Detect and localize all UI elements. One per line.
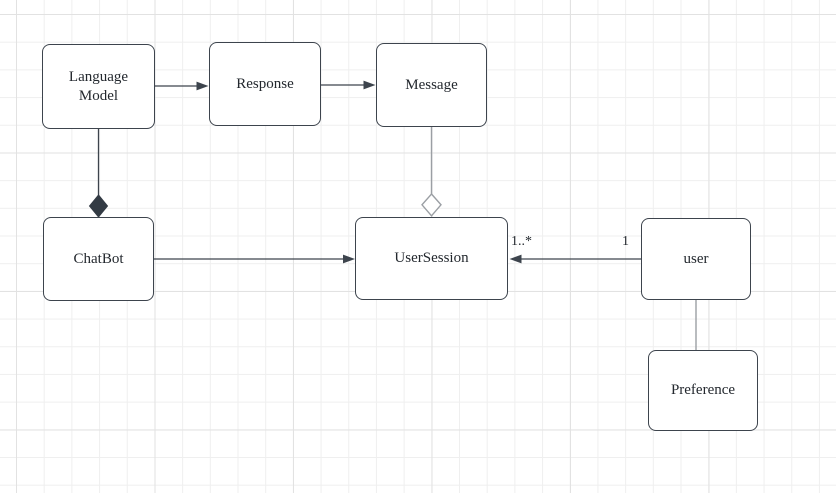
node-label: Response bbox=[236, 75, 294, 92]
node-label: UserSession bbox=[394, 250, 469, 266]
multiplicity-label-one: 1 bbox=[622, 234, 629, 249]
edge-message-to-user-session[interactable] bbox=[421, 127, 442, 217]
composition-diamond-icon bbox=[88, 194, 109, 218]
edge-response-to-message[interactable] bbox=[321, 80, 376, 90]
arrowhead-left-icon bbox=[509, 254, 522, 264]
node-message[interactable]: Message bbox=[376, 43, 487, 127]
node-label: Preference bbox=[670, 382, 736, 398]
node-response[interactable]: Response bbox=[209, 42, 321, 126]
node-language-model[interactable]: Language Model bbox=[42, 44, 155, 129]
node-chatbot[interactable]: ChatBot bbox=[43, 217, 154, 301]
arrowhead-right-icon bbox=[343, 254, 355, 264]
arrowhead-right-icon bbox=[363, 80, 376, 90]
node-label: user bbox=[683, 250, 709, 267]
node-label: Message bbox=[405, 76, 458, 93]
node-label: Language Model bbox=[68, 68, 129, 104]
node-user-session[interactable]: UserSession bbox=[355, 217, 508, 300]
arrowhead-right-icon bbox=[196, 81, 209, 91]
edge-language-model-to-chatbot[interactable] bbox=[88, 129, 109, 218]
multiplicity-label-many: 1..* bbox=[511, 234, 532, 249]
aggregation-diamond-icon bbox=[421, 192, 442, 217]
edge-language-model-to-response[interactable] bbox=[155, 81, 209, 91]
edge-chatbot-to-user-session[interactable] bbox=[154, 254, 355, 264]
node-label: ChatBot bbox=[73, 250, 124, 267]
edge-user-to-user-session[interactable] bbox=[509, 254, 642, 264]
node-preference[interactable]: Preference bbox=[648, 350, 758, 431]
node-user[interactable]: user bbox=[641, 218, 751, 300]
